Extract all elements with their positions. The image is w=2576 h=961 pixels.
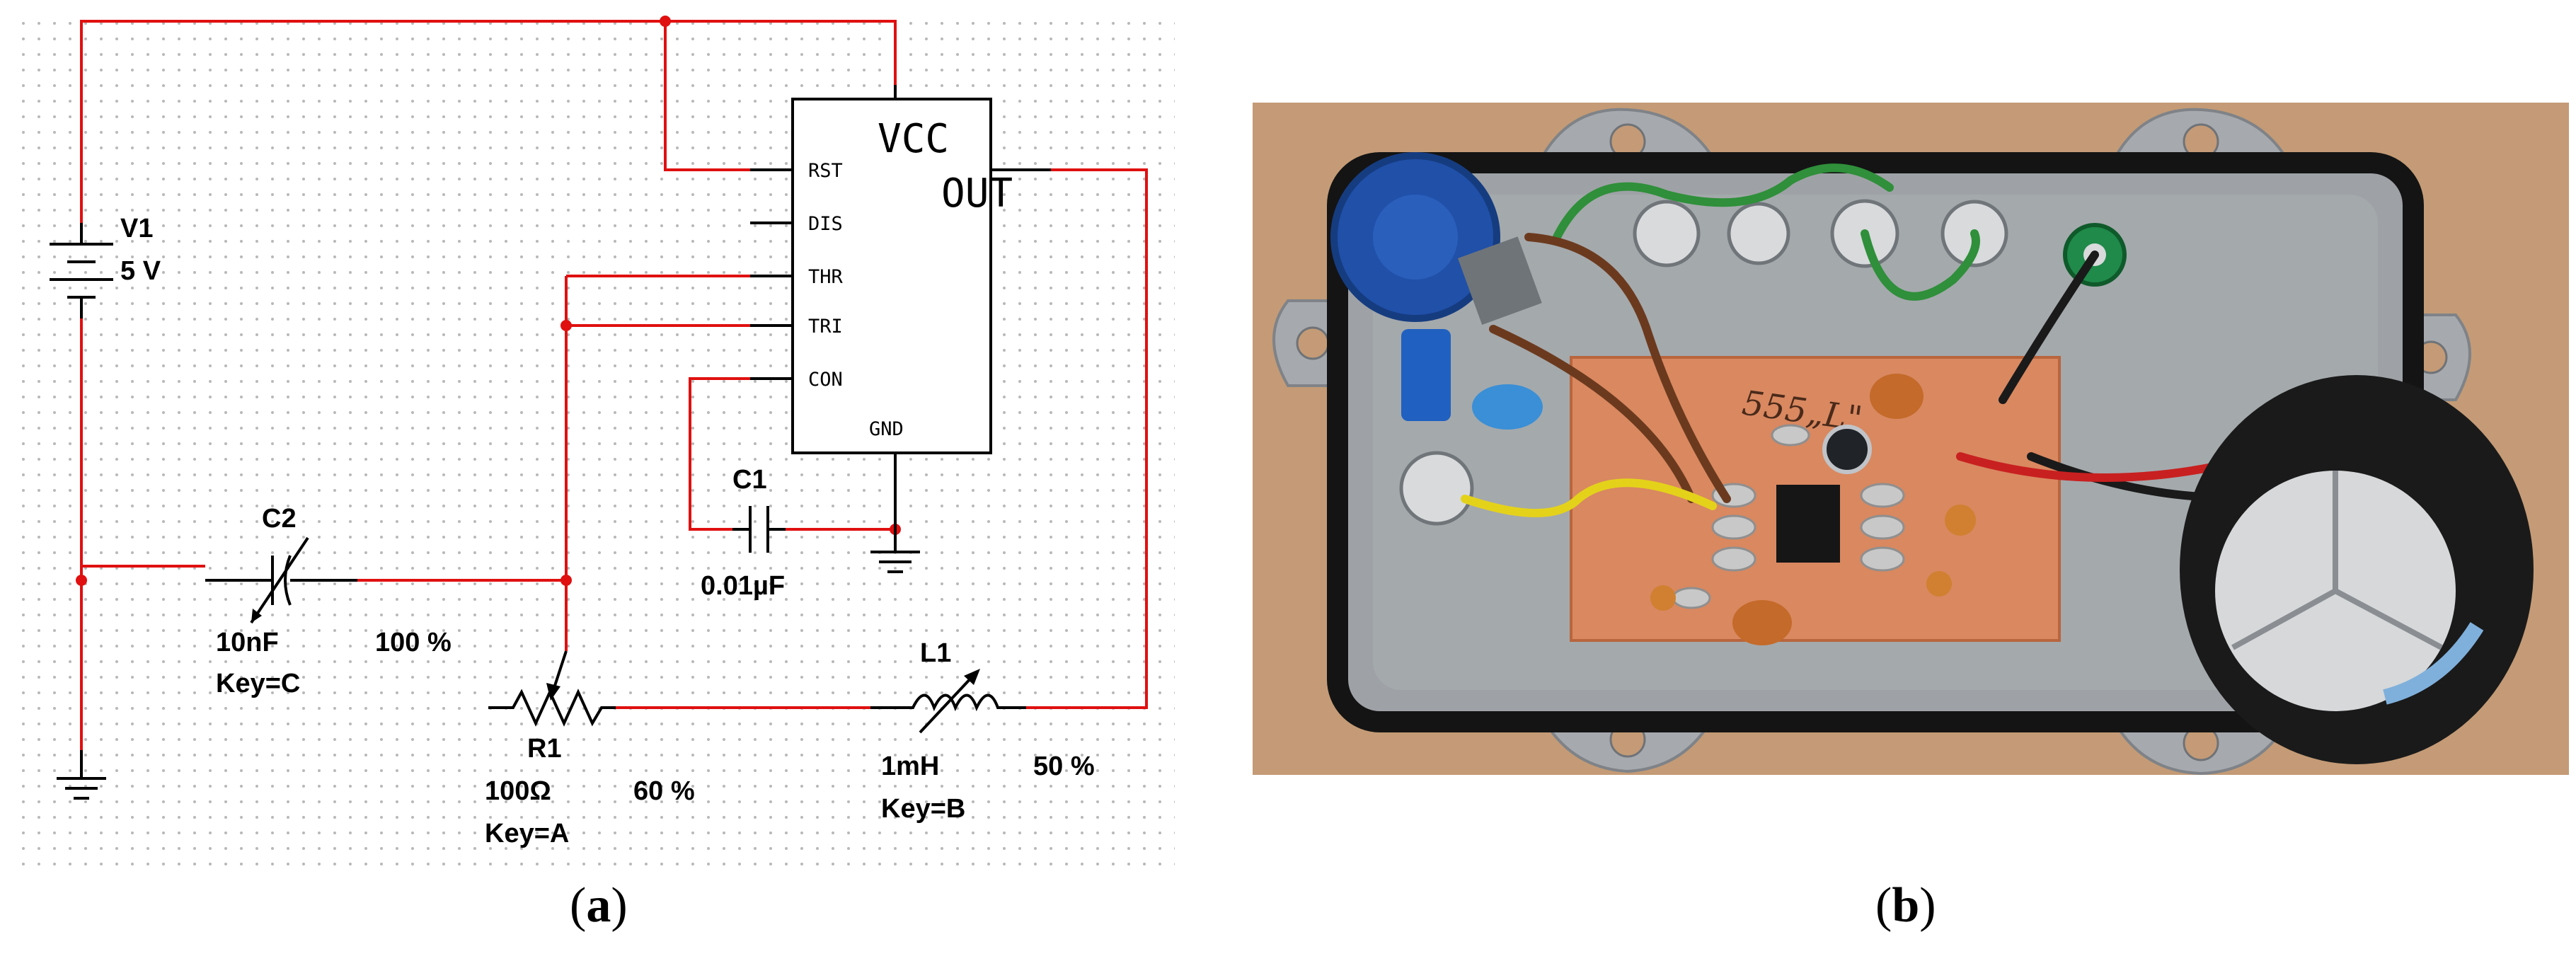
r1-key: Key=A xyxy=(485,819,569,848)
pin-rst: RST xyxy=(808,160,843,182)
ground-left xyxy=(57,750,106,800)
ic-out-label: OUT xyxy=(941,171,1013,217)
ic-555: VCC OUT RST DIS THR TRI CON GND xyxy=(750,85,1051,529)
terminal-jacks xyxy=(1399,199,2008,526)
potentiometer-r1: R1 100Ω Key=A 60 % xyxy=(485,650,695,848)
r1-name: R1 xyxy=(527,734,562,764)
ceramic-cap-1 xyxy=(1870,374,1924,419)
v1-name: V1 xyxy=(120,214,153,243)
pin-tri: TRI xyxy=(808,316,843,338)
l1-name: L1 xyxy=(920,638,951,668)
pin-gnd: GND xyxy=(869,418,904,440)
r1-percent: 60 % xyxy=(633,776,695,806)
ic-chip xyxy=(1776,485,1840,563)
ceramic-cap-4 xyxy=(1926,571,1952,597)
ic-vcc-label: VCC xyxy=(878,116,949,162)
pin-con: CON xyxy=(808,369,843,391)
capacitor-c1: C1 0.01µF xyxy=(701,465,786,601)
c1-name: C1 xyxy=(732,465,767,495)
pin-dis: DIS xyxy=(808,213,843,235)
ceramic-cap-3 xyxy=(1945,505,1976,536)
pcb-board: 555„L" xyxy=(1570,356,2061,645)
l1-value: 1mH xyxy=(881,752,939,781)
smd-cap-1 xyxy=(1650,585,1676,611)
v1-value: 5 V xyxy=(120,256,161,286)
battery-v1: V1 5 V xyxy=(50,214,161,318)
c2-percent: 100 % xyxy=(375,628,452,657)
variable-inductor-l1: L1 1mH Key=B 50 % xyxy=(870,638,1095,824)
electrolytic-small xyxy=(1822,425,1872,474)
r1-value: 100Ω xyxy=(485,776,551,806)
caption-b: (b) xyxy=(1875,878,1936,933)
ceramic-cap-2 xyxy=(1732,600,1792,645)
circuit-photo: 555„L" xyxy=(1253,103,2569,775)
blue-potentiometer xyxy=(1330,152,1542,325)
l1-key: Key=B xyxy=(881,794,965,824)
l1-percent: 50 % xyxy=(1033,752,1095,781)
c2-name: C2 xyxy=(262,504,297,534)
blue-ceramic-cap xyxy=(1472,384,1543,430)
ground-c1 xyxy=(870,529,920,573)
blue-trimmer xyxy=(1401,329,1451,421)
schematic-grid xyxy=(14,14,1175,870)
caption-b-letter: b xyxy=(1892,878,1920,933)
caption-a: (a) xyxy=(570,878,628,933)
c1-value: 0.01µF xyxy=(701,571,785,601)
variable-capacitor-c2: C2 10nF Key=C 100 % xyxy=(205,504,452,698)
circuit-schematic: V1 5 V VCC OUT RST DIS THR TRI CON GND C… xyxy=(14,14,1175,870)
c2-key: Key=C xyxy=(216,669,300,698)
pin-thr: THR xyxy=(808,266,844,288)
junction-dots xyxy=(76,16,901,586)
c2-value: 10nF xyxy=(216,628,279,657)
large-electrolytic-capacitor xyxy=(2180,375,2534,764)
caption-a-letter: a xyxy=(586,878,611,933)
